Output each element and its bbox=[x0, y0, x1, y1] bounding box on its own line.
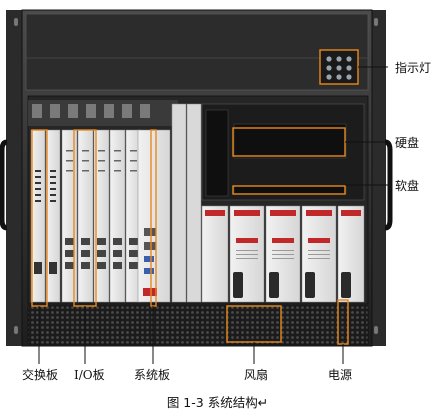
floppy-disk-highlight bbox=[232, 185, 346, 195]
blank-filler-panels bbox=[171, 103, 202, 303]
io-board-label: I/O板 bbox=[74, 368, 105, 382]
fan-label: 风扇 bbox=[244, 368, 269, 382]
power-supply-units bbox=[201, 205, 365, 303]
highlight-boxes bbox=[31, 49, 359, 345]
floppy-disk-slot bbox=[233, 185, 347, 195]
system-board-label: 系统板 bbox=[134, 368, 171, 382]
leader-lines bbox=[38, 66, 388, 364]
indicator-lights-label: 指示灯 bbox=[395, 61, 432, 75]
left-rack-ear bbox=[6, 10, 26, 346]
hard-disk-slot bbox=[233, 123, 347, 159]
switch-board-cards bbox=[30, 129, 61, 303]
drive-bay bbox=[201, 103, 365, 201]
fan-grille bbox=[27, 305, 369, 345]
switch-board-label: 交换板 bbox=[22, 368, 59, 382]
floppy-disk-label: 软盘 bbox=[395, 179, 420, 193]
card-ejector-handle-icons bbox=[233, 272, 351, 298]
system-board-card bbox=[137, 129, 171, 303]
figure-caption: 图 1-3 系统结构↵ bbox=[166, 395, 269, 410]
power-supply-label: 电源 bbox=[328, 368, 353, 382]
hard-disk-label: 硬盘 bbox=[395, 136, 420, 150]
top-bezel bbox=[25, 13, 369, 91]
io-board-cards bbox=[61, 129, 142, 303]
